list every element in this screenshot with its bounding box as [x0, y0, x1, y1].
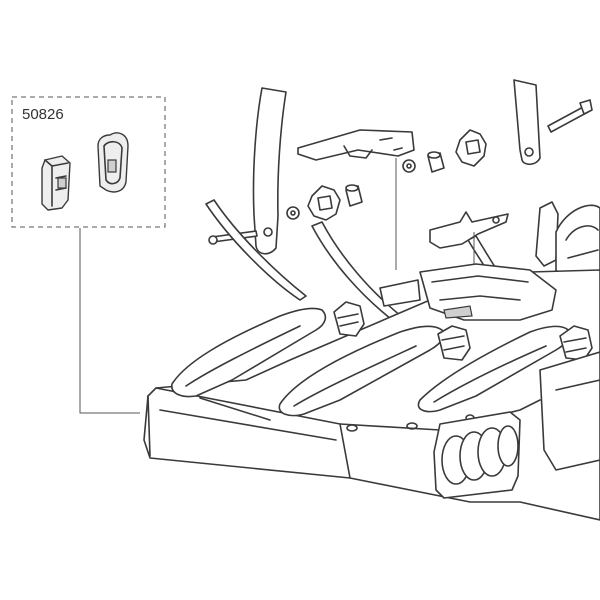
ratchet-clamps: [333, 301, 593, 361]
frame-bolt-hole: [263, 227, 273, 237]
washer-top-hole: [406, 163, 412, 169]
right-mechanism: [535, 201, 600, 289]
frame-bolt-hole-right: [524, 147, 534, 157]
ratchet-clamp-center: [437, 325, 471, 361]
bolt-hole-front: [346, 424, 358, 432]
star-knob-top: [455, 129, 487, 167]
wheel-tray-left: [171, 307, 327, 421]
callout-dashed-box: [11, 96, 166, 228]
bolt-hole-center: [406, 422, 418, 430]
part-callout: 50826: [11, 96, 166, 414]
tail-light: [433, 411, 521, 499]
right-edge-tray: [539, 351, 600, 471]
light-lens-4: [497, 425, 519, 467]
wheel-trays: [171, 307, 571, 421]
washer-middle-hole: [290, 210, 296, 216]
right-edge-line: [555, 379, 600, 391]
arm-left: [205, 199, 307, 301]
hardware: [208, 99, 593, 245]
long-bolt: [547, 99, 593, 133]
callout-leader-line: [79, 228, 140, 414]
star-knob-middle: [307, 185, 341, 221]
spacer-top: [427, 151, 445, 173]
spacer-middle: [345, 184, 363, 207]
wheel-tray-center: [278, 325, 445, 417]
ratchet-clamp-right: [559, 325, 593, 361]
part-number-label: 50826: [22, 106, 64, 123]
ratchet-clamp-left: [333, 301, 365, 337]
upright-frame: [252, 79, 541, 255]
clip-part-left: [41, 155, 71, 211]
handle-bar: [297, 129, 415, 270]
clip-part-right: [97, 132, 129, 193]
short-bolt-head: [208, 235, 218, 245]
